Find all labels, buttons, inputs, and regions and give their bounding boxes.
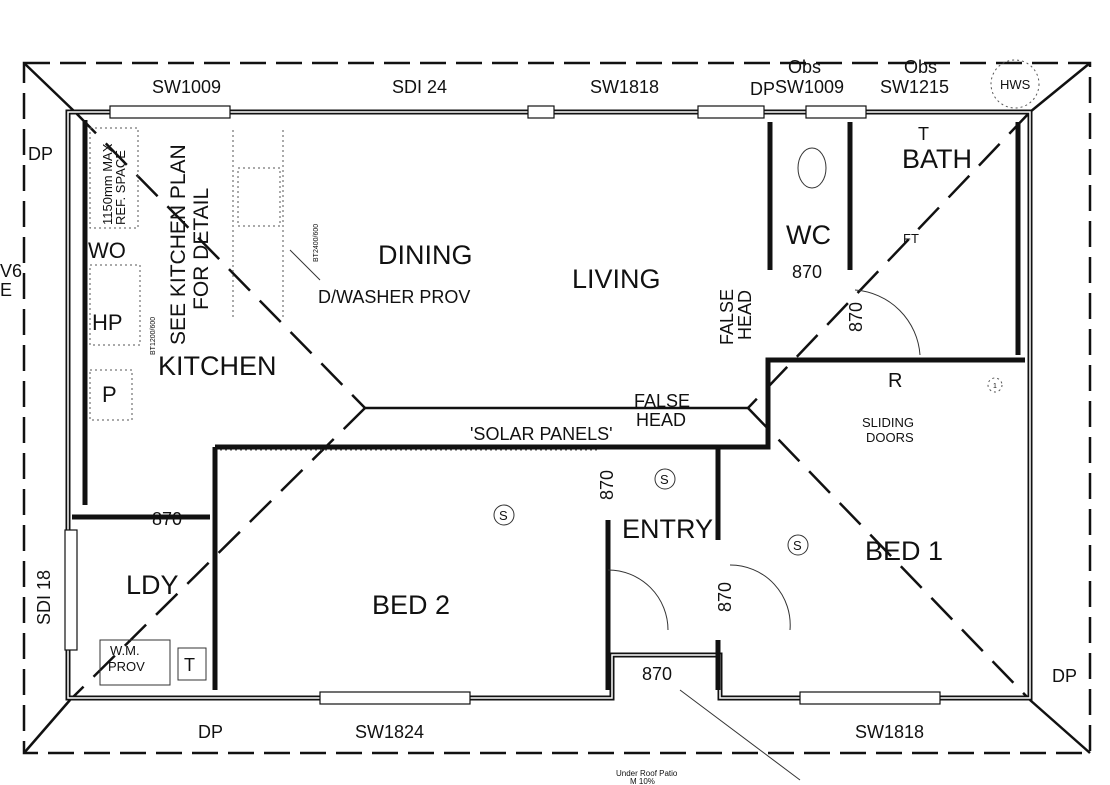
robe-label: R: [888, 370, 902, 392]
window-label-sdi24: SDI 24: [392, 77, 447, 97]
smoke-detector-icon: [787, 534, 809, 556]
downpipe-label: DP: [1052, 666, 1077, 686]
room-bed2: BED 2: [372, 590, 450, 620]
sliding-doors-label: SLIDING: [862, 415, 914, 430]
door-width-label: 870: [792, 262, 822, 282]
smoke-detector-icon: [493, 504, 515, 526]
downpipe-label: DP: [198, 722, 223, 742]
kitchen-note: FOR DETAIL: [190, 188, 213, 310]
sliding-doors-label: DOORS: [866, 430, 914, 445]
fixture-outlines: [89, 59, 1040, 781]
smoke-detector-label: S: [499, 508, 508, 523]
room-laundry: LDY: [126, 570, 179, 600]
floor-tap-label: FT: [903, 231, 919, 246]
window-label-sw1009-wc: SW1009: [775, 77, 844, 97]
trough-label: T: [184, 655, 195, 675]
pantry-label: P: [102, 382, 117, 407]
false-head-label: HEAD: [735, 290, 755, 340]
under-roof-patio-label: Under Roof Patio: [616, 769, 678, 778]
room-bath: BATH: [902, 144, 972, 174]
room-kitchen: KITCHEN: [158, 351, 277, 381]
roof-hip-lines: [23, 62, 1091, 754]
obscure-glass-label: Obs: [904, 57, 937, 77]
hot-water-system-label: HWS: [1000, 77, 1031, 92]
window-label-sw1009: SW1009: [152, 77, 221, 97]
roof-outline: [22, 61, 1092, 755]
under-roof-patio-label: M 10%: [630, 777, 655, 785]
window-label-sw1824: SW1824: [355, 722, 424, 742]
dishwasher-label: D/WASHER PROV: [318, 287, 470, 307]
edge-label: V6: [0, 261, 22, 281]
false-head-label: FALSE: [717, 289, 737, 345]
false-head-label: FALSE: [634, 391, 690, 411]
walls: [65, 109, 1033, 701]
window-label-sw1818-bottom: SW1818: [855, 722, 924, 742]
washing-machine-label: PROV: [108, 659, 145, 674]
room-entry: ENTRY: [622, 514, 713, 544]
hotplate-label: HP: [92, 310, 123, 335]
solar-panels-label: 'SOLAR PANELS': [470, 424, 613, 444]
smoke-detector-label: S: [660, 472, 669, 487]
door-width-label: 870: [846, 302, 866, 332]
wall-oven-label: WO: [88, 238, 126, 263]
window-label-sw1215: SW1215: [880, 77, 949, 97]
kitchen-note: SEE KITCHEN PLAN: [167, 144, 190, 345]
windows: [64, 105, 941, 705]
room-wc: WC: [786, 220, 831, 250]
room-dining: DINING: [378, 240, 473, 270]
smoke-detector-icon: [654, 468, 676, 490]
window-label-sw1818: SW1818: [590, 77, 659, 97]
washing-machine-label: W.M.: [110, 643, 140, 658]
bath-tap-label: T: [918, 124, 929, 144]
door-width-label: 870: [597, 470, 617, 500]
door-width-label: 870: [152, 509, 182, 529]
downpipe-label: DP: [750, 79, 775, 99]
room-bed1: BED 1: [865, 536, 943, 566]
fridge-space-label: REF. SPACE: [113, 150, 128, 225]
window-label-sdi18: SDI 18: [34, 570, 54, 625]
bench-label: BT1200/600: [150, 317, 157, 355]
door-width-label: 870: [642, 664, 672, 684]
edge-label: E: [0, 280, 12, 300]
false-head-label: HEAD: [636, 410, 686, 430]
obscure-glass-label: Obs: [788, 57, 821, 77]
smoke-detector-label: S: [793, 538, 802, 553]
door-width-label: 870: [715, 582, 735, 612]
downpipe-label: DP: [28, 144, 53, 164]
smoke-alarm-marker: [987, 377, 1003, 393]
room-living: LIVING: [572, 264, 661, 294]
fridge-space-label: 1150mm MAX: [100, 143, 115, 225]
smoke-alarm-number: 1: [993, 383, 997, 390]
bench-label: BT2400/600: [313, 224, 320, 262]
